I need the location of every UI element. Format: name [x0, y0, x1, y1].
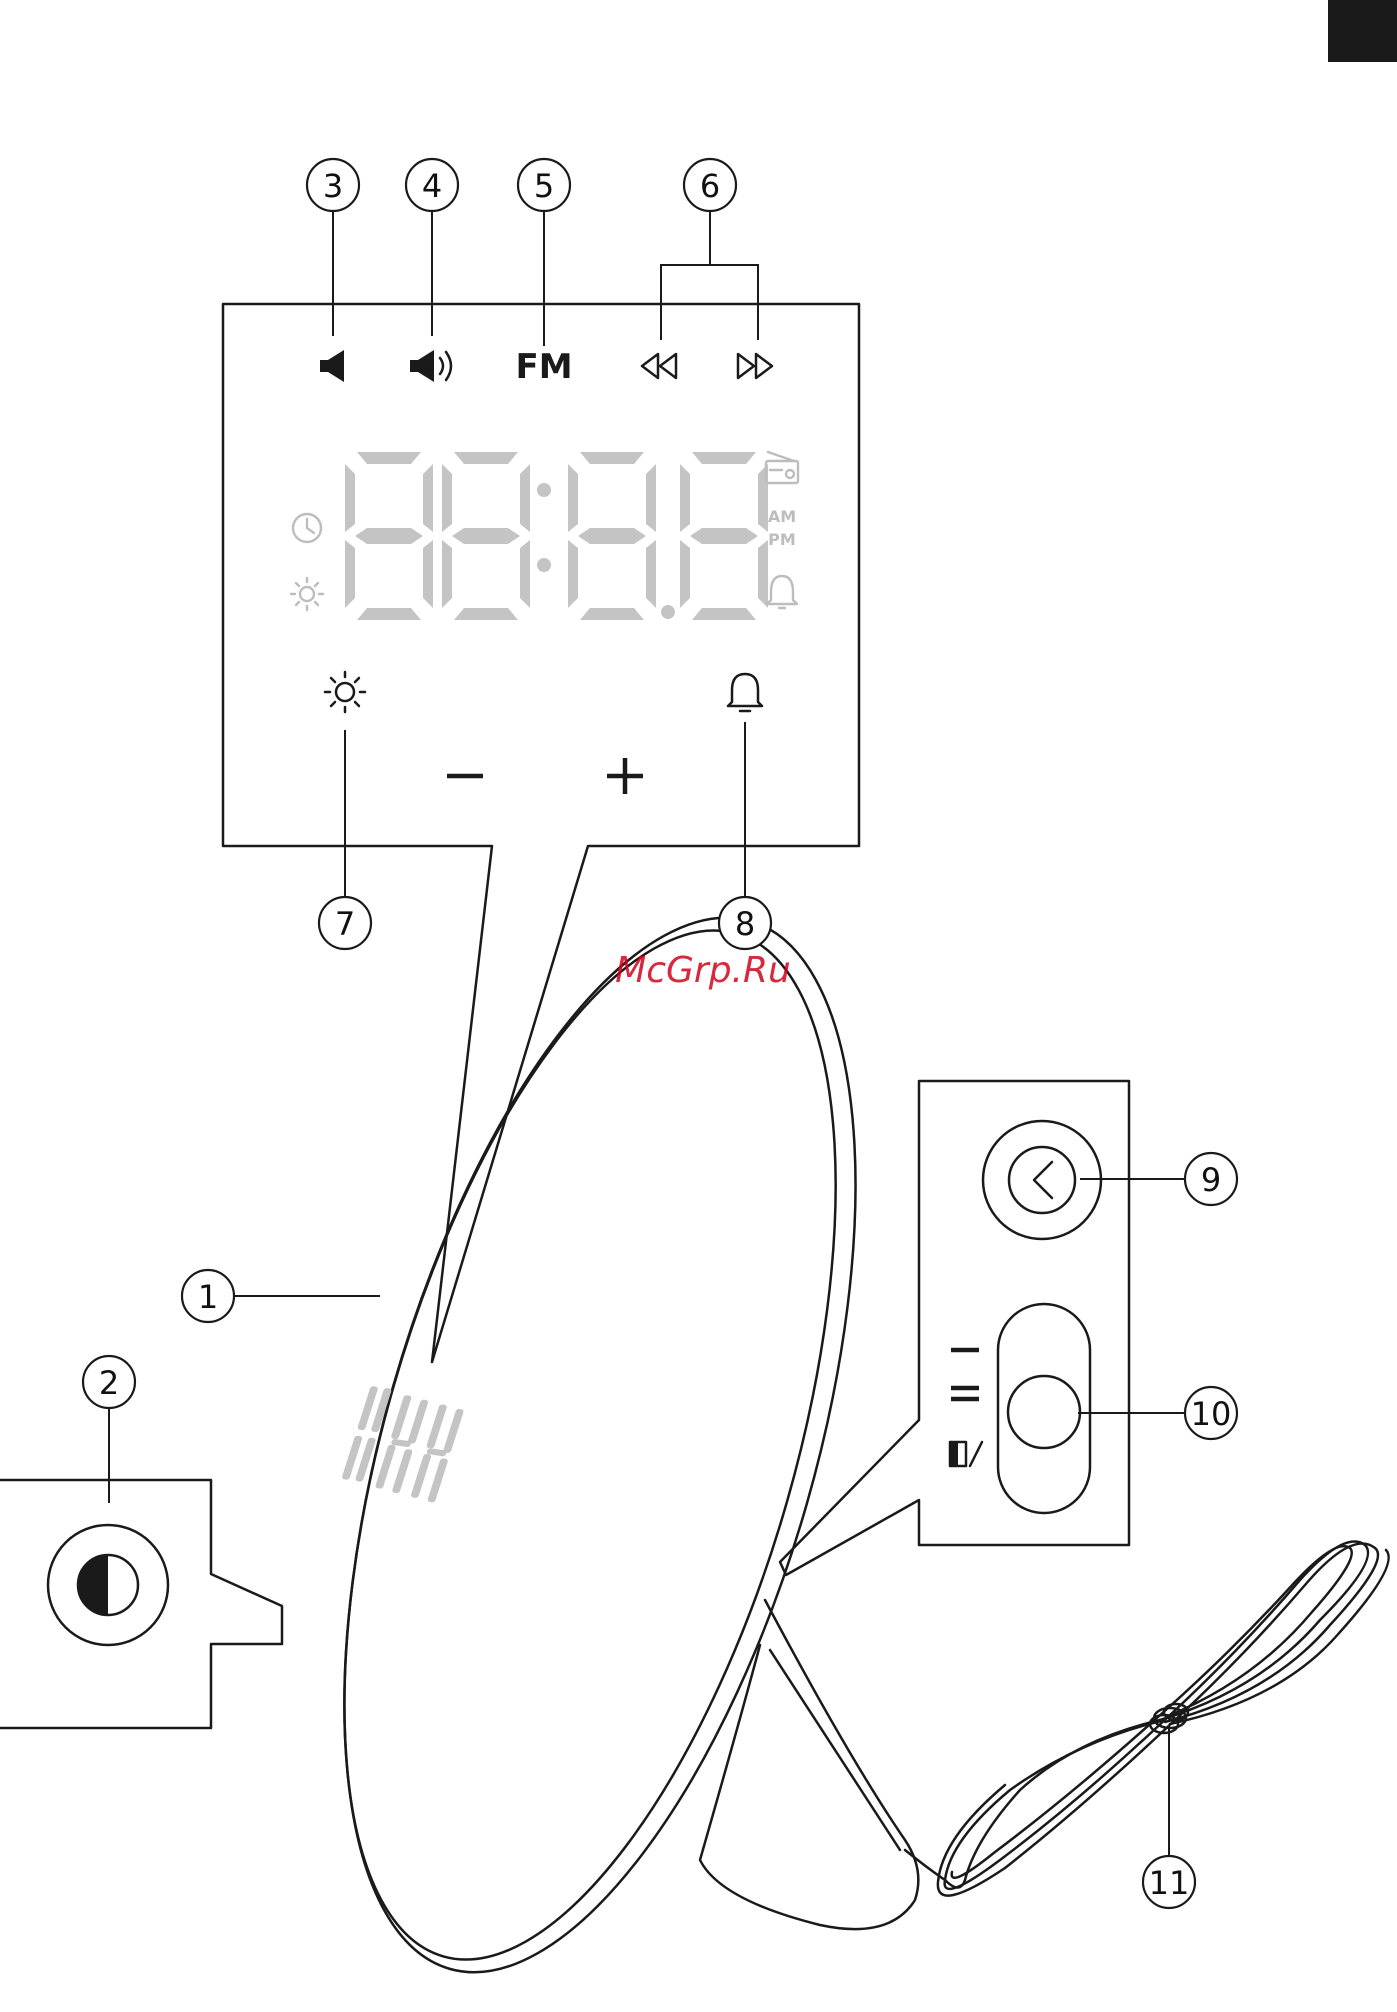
plus-icon[interactable]: [607, 758, 643, 794]
callout-1: 1: [182, 1270, 234, 1322]
watermark: McGrp.Ru: [615, 950, 791, 991]
display-panel: [223, 304, 859, 1362]
svg-text:10: 10: [1191, 1395, 1232, 1433]
demo-icon: [950, 1442, 982, 1466]
speaker-low-icon[interactable]: [320, 350, 344, 382]
svg-text:5: 5: [534, 167, 554, 205]
callout-7: 7: [319, 897, 371, 949]
light-button-inset: [0, 1480, 282, 1728]
half-circle-icon[interactable]: [78, 1555, 138, 1615]
svg-text:8: 8: [735, 905, 755, 943]
svg-text:11: 11: [1149, 1864, 1190, 1902]
svg-text:7: 7: [335, 905, 355, 943]
rewind-icon[interactable]: [642, 354, 676, 378]
sun-icon: [291, 578, 323, 610]
speaker-high-icon[interactable]: [410, 350, 451, 382]
brightness-button-icon[interactable]: [325, 672, 365, 712]
double-line-icon: [951, 1388, 979, 1399]
chevron-left-icon: [1034, 1162, 1052, 1198]
alarm-button-icon[interactable]: [728, 674, 762, 711]
antenna-cable: [905, 1542, 1389, 1896]
svg-text:9: 9: [1201, 1161, 1221, 1199]
radio-icon: [766, 452, 798, 483]
callout-10: 10: [1185, 1387, 1237, 1439]
am-label: AM: [768, 507, 796, 526]
callout-6: 6: [684, 159, 736, 211]
clock-digits: [345, 452, 768, 620]
svg-text:6: 6: [700, 167, 720, 205]
mode-slider-switch[interactable]: [998, 1304, 1090, 1513]
face-display: [338, 1386, 467, 1503]
fm-label[interactable]: FM: [515, 347, 572, 387]
corner-tab: [1328, 0, 1397, 62]
callout-3: 3: [307, 159, 359, 211]
svg-text:3: 3: [323, 167, 343, 205]
svg-text:1: 1: [198, 1278, 218, 1316]
leader-lines: [109, 205, 1186, 1858]
callout-9: 9: [1185, 1153, 1237, 1205]
callout-2: 2: [83, 1356, 135, 1408]
svg-text:2: 2: [99, 1364, 119, 1402]
callout-11: 11: [1143, 1856, 1195, 1908]
callout-5: 5: [518, 159, 570, 211]
alarm-clock-icon: [293, 514, 321, 542]
callout-4: 4: [406, 159, 458, 211]
pm-label: PM: [768, 530, 796, 549]
bell-icon: [767, 576, 797, 608]
callout-8: 8: [719, 897, 771, 949]
svg-text:4: 4: [422, 167, 442, 205]
fast-forward-icon[interactable]: [738, 354, 772, 378]
device-body: [243, 862, 957, 2008]
